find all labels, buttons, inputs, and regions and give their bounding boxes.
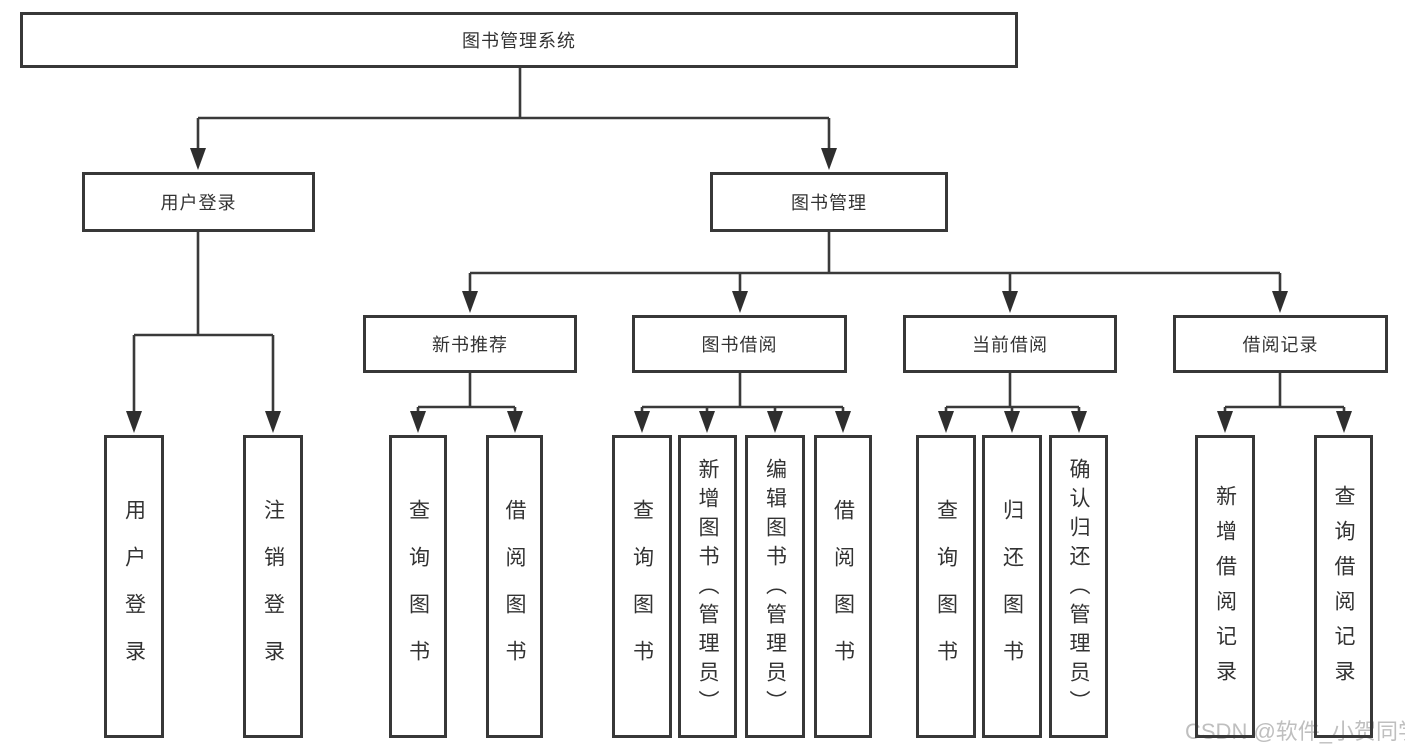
leaf-add-book-admin: 新增图书（管理员） <box>678 435 737 738</box>
leaf-query-books-borrowing-label: 查询图书 <box>630 499 654 687</box>
node-new-book-recommend: 新书推荐 <box>363 315 577 373</box>
leaf-confirm-return-admin-label: 确认归还（管理员） <box>1067 458 1090 719</box>
leaf-user-login-label: 用户登录 <box>122 499 146 687</box>
node-book-management: 图书管理 <box>710 172 948 232</box>
leaf-add-borrow-record-label: 新增借阅记录 <box>1213 485 1237 695</box>
leaf-return-books-label: 归还图书 <box>1000 499 1024 687</box>
node-user-login: 用户登录 <box>82 172 315 232</box>
leaf-borrow-books: 借阅图书 <box>814 435 872 738</box>
leaf-confirm-return-admin: 确认归还（管理员） <box>1049 435 1108 738</box>
leaf-logout-label: 注销登录 <box>261 499 285 687</box>
leaf-edit-book-admin-label: 编辑图书（管理员） <box>763 458 787 719</box>
arrowheads <box>126 148 1352 433</box>
leaf-query-books-borrowing: 查询图书 <box>612 435 672 738</box>
leaf-query-books-current: 查询图书 <box>916 435 976 738</box>
leaf-borrow-books-recommend-label: 借阅图书 <box>503 499 526 687</box>
node-borrow-records: 借阅记录 <box>1173 315 1388 373</box>
node-system-root: 图书管理系统 <box>20 12 1018 68</box>
leaf-add-book-admin-label: 新增图书（管理员） <box>696 458 719 719</box>
leaf-logout: 注销登录 <box>243 435 303 738</box>
leaf-query-books-recommend-label: 查询图书 <box>406 499 430 687</box>
csdn-watermark: CSDN @软件_小贺同学 <box>1185 719 1405 744</box>
leaf-borrow-books-label: 借阅图书 <box>831 499 855 687</box>
leaf-edit-book-admin: 编辑图书（管理员） <box>745 435 805 738</box>
leaf-add-borrow-record: 新增借阅记录 <box>1195 435 1255 738</box>
leaf-user-login: 用户登录 <box>104 435 164 738</box>
node-current-borrowing: 当前借阅 <box>903 315 1117 373</box>
node-book-borrowing: 图书借阅 <box>632 315 847 373</box>
leaf-query-books-current-label: 查询图书 <box>934 499 958 687</box>
leaf-borrow-books-recommend: 借阅图书 <box>486 435 543 738</box>
leaf-query-books-recommend: 查询图书 <box>389 435 447 738</box>
leaf-query-borrow-record-label: 查询借阅记录 <box>1332 485 1355 695</box>
leaf-return-books: 归还图书 <box>982 435 1042 738</box>
leaf-query-borrow-record: 查询借阅记录 <box>1314 435 1373 738</box>
